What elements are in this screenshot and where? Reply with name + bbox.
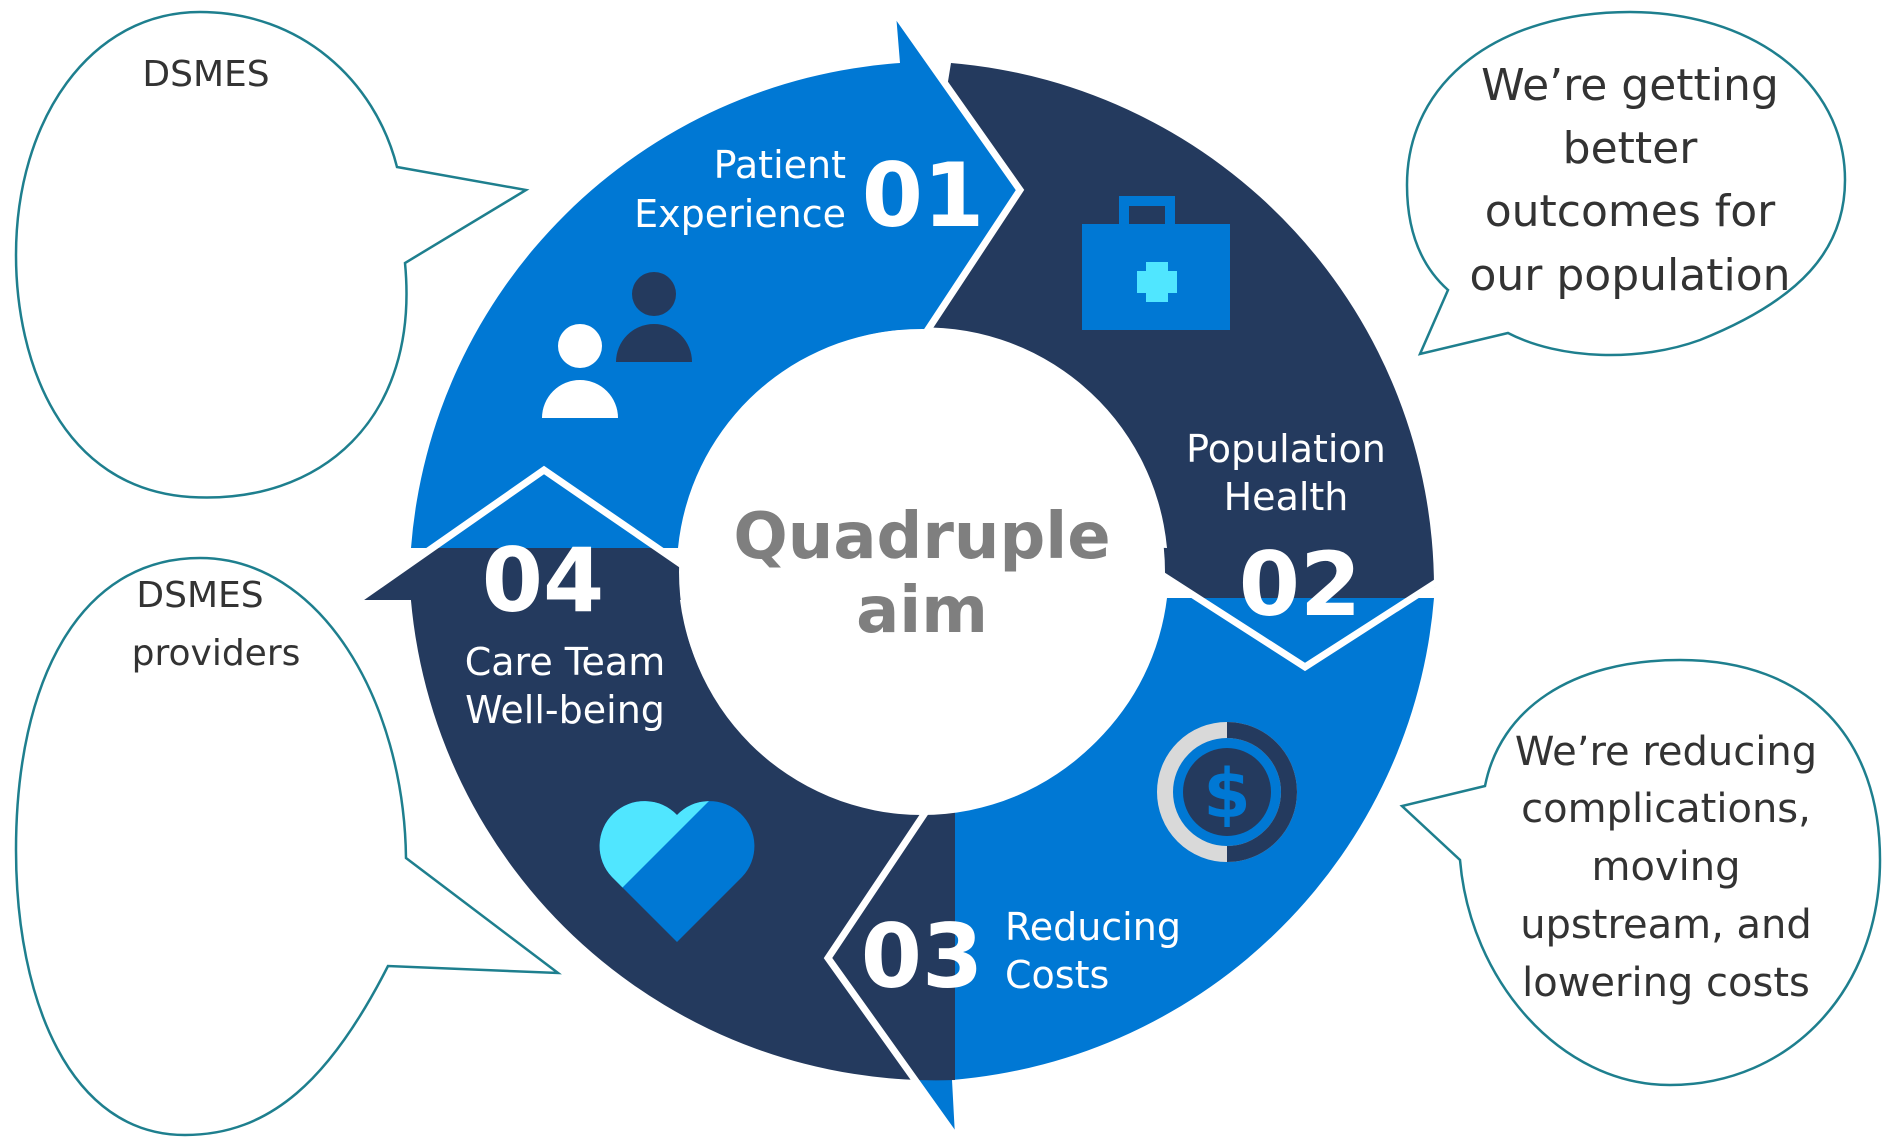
bubble-bottom-right-line3: moving <box>1592 844 1741 890</box>
bubble-top-left <box>14 10 530 499</box>
segment-01-number: 01 <box>862 144 984 247</box>
bubble-bottom-left-line1: DSMES <box>136 575 263 616</box>
center-hub <box>679 329 1165 815</box>
bubble-bottom-left <box>14 556 562 1137</box>
bubble-bottom-right-line2: complications, <box>1521 786 1811 832</box>
heart-icon <box>599 801 755 942</box>
people-icon <box>542 272 692 418</box>
svg-text:$: $ <box>1203 755 1250 834</box>
bubble-bottom-right-line5: lowering costs <box>1522 960 1810 1006</box>
segment-04-label-line2: Well-being <box>465 688 665 732</box>
center-title-line2: aim <box>856 574 988 648</box>
segment-03-number: 03 <box>861 905 983 1008</box>
segment-04-number: 04 <box>482 529 604 632</box>
bubble-top-right <box>1405 10 1847 357</box>
arrowhead-04-outline <box>355 465 735 603</box>
arrowhead-03-outline <box>823 766 958 1139</box>
bubble-top-right-line3: outcomes for <box>1485 186 1776 237</box>
center-title-line1: Quadruple <box>733 500 1110 574</box>
segment-02-arrow <box>908 63 1493 667</box>
segment-01-label-line1: Patient <box>714 143 846 187</box>
bubble-top-right-line4: our population <box>1469 250 1790 301</box>
arrowhead-01-outline <box>893 11 1025 380</box>
segment-03-label-line1: Reducing <box>1005 905 1181 949</box>
segment-02-label-line1: Population <box>1186 427 1386 471</box>
bubble-top-left-line1: DSMES <box>142 54 269 95</box>
segment-02-label-line2: Health <box>1224 475 1349 519</box>
segment-01-label-line2: Experience <box>634 192 846 236</box>
segment-03-label-line2: Costs <box>1005 953 1109 997</box>
segment-04-label-line1: Care Team <box>465 640 666 684</box>
bubble-top-right-line2: better <box>1563 123 1699 174</box>
segment-03-arrow <box>828 598 1434 1136</box>
segment-02-number: 02 <box>1239 533 1361 636</box>
medical-kit-icon <box>1082 196 1230 330</box>
bubble-top-right-line1: We’re getting <box>1481 60 1779 111</box>
bubble-bottom-right <box>1399 658 1882 1087</box>
arrowhead-02-outline <box>1115 543 1495 672</box>
bubble-bottom-right-line4: upstream, and <box>1520 902 1812 948</box>
segment-04-arrow <box>358 470 955 1081</box>
dollar-coin-icon: $ <box>1157 722 1297 862</box>
bubble-bottom-right-line1: We’re reducing <box>1515 729 1817 775</box>
bubble-bottom-left-line2: providers <box>132 633 301 674</box>
